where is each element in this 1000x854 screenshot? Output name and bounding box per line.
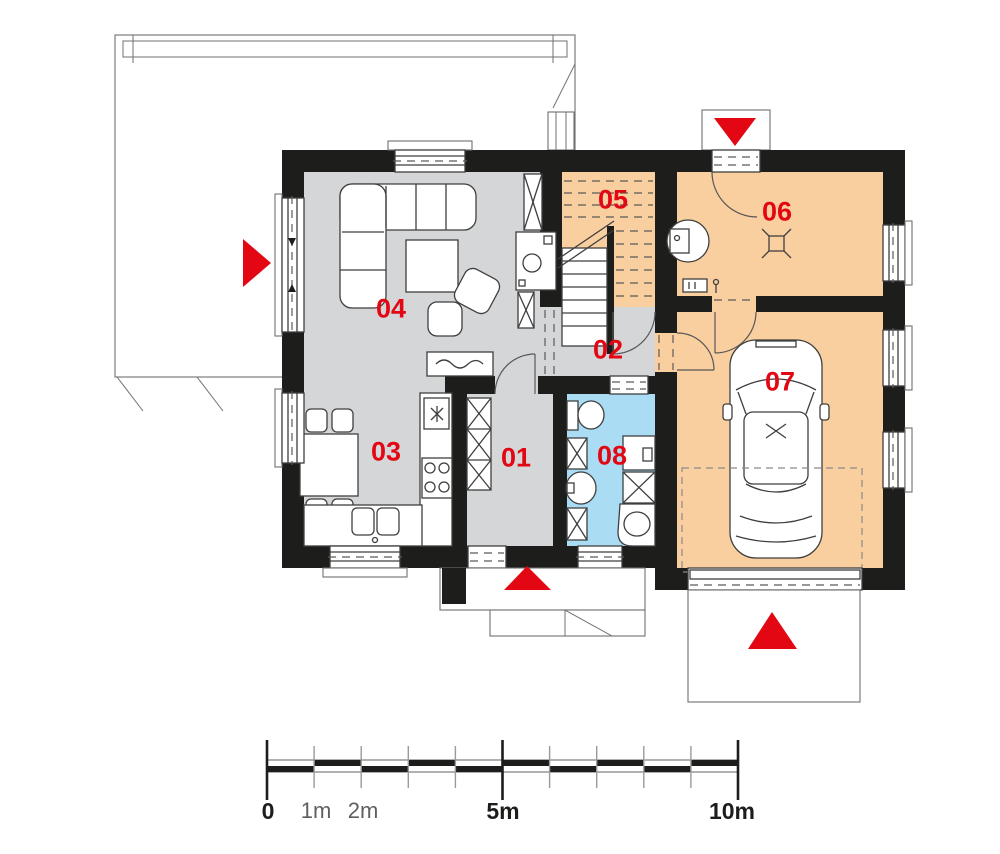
shelf-cabinet	[517, 291, 535, 329]
kitchen-sink	[351, 507, 400, 544]
window-dining-left	[274, 388, 305, 468]
scale-label-5m: 5m	[486, 798, 520, 824]
corner-sofa	[339, 183, 477, 309]
interior-walls	[445, 226, 883, 546]
room-label-04: 04	[375, 293, 407, 324]
door-main-entrance	[467, 545, 507, 569]
scale-label-0: 0	[261, 798, 275, 824]
room-label-03: 03	[370, 436, 402, 467]
floor-drain-icon	[761, 228, 792, 259]
north-entrance-arrow-icon	[714, 118, 756, 146]
room-label-01: 01	[500, 442, 532, 473]
door-corridor-to-stairs	[612, 311, 656, 355]
door-gap-corridor-garage	[655, 333, 677, 372]
door-corridor-to-01	[494, 353, 538, 395]
door-corridor-to-garage	[658, 332, 715, 371]
door-gap-06-07	[712, 296, 756, 312]
room-label-02: 02	[592, 334, 624, 365]
toilet	[566, 400, 605, 431]
terrace-entrance-arrow-icon	[243, 239, 271, 287]
door-06-entrance	[711, 149, 761, 218]
room-label-06: 06	[761, 196, 793, 227]
room-06-floor	[677, 172, 883, 296]
window-07-right-lower	[882, 427, 913, 493]
scale-bar	[265, 740, 740, 800]
tv-cabinet	[523, 173, 543, 231]
door-06-to-07	[714, 299, 757, 354]
fireplace-unit	[515, 231, 557, 291]
garage-entrance-arrow-icon	[748, 612, 797, 649]
water-heater	[666, 219, 710, 263]
window-living-top	[387, 140, 473, 173]
terrace-sliding-door	[274, 193, 305, 337]
room-label-07: 07	[764, 366, 796, 397]
wardrobe	[466, 397, 492, 491]
cabinet-right	[622, 471, 656, 504]
washbasin	[565, 471, 597, 505]
chimney-vent	[547, 111, 575, 151]
staircase	[557, 180, 653, 347]
garage-door	[687, 567, 863, 591]
corner-bathtub	[617, 503, 656, 547]
room-label-05: 05	[597, 184, 629, 215]
pouf-rotated	[453, 267, 501, 315]
meter-box	[682, 278, 720, 293]
fridge	[423, 397, 450, 430]
coffee-table	[405, 239, 459, 293]
stove	[421, 457, 453, 499]
window-07-right-upper	[882, 325, 913, 391]
window-kitchen-bottom	[322, 545, 408, 578]
scale-label-2m: 2m	[347, 798, 379, 823]
window-06-right	[882, 220, 913, 286]
car	[722, 339, 830, 559]
door-corridor-to-08	[609, 375, 649, 395]
scale-label-1m: 1m	[300, 798, 332, 823]
console-table	[426, 351, 494, 377]
pouf	[427, 301, 463, 337]
bathroom-cabinet-top	[566, 437, 588, 470]
scale-label-10m: 10m	[708, 798, 756, 824]
bathroom-cabinet-bottom	[566, 507, 588, 541]
washing-machine	[622, 435, 656, 471]
room-label-08: 08	[596, 440, 628, 471]
entrance-porch	[439, 567, 646, 637]
main-entrance-arrow-icon	[504, 566, 551, 590]
zone-dashes	[544, 310, 555, 375]
